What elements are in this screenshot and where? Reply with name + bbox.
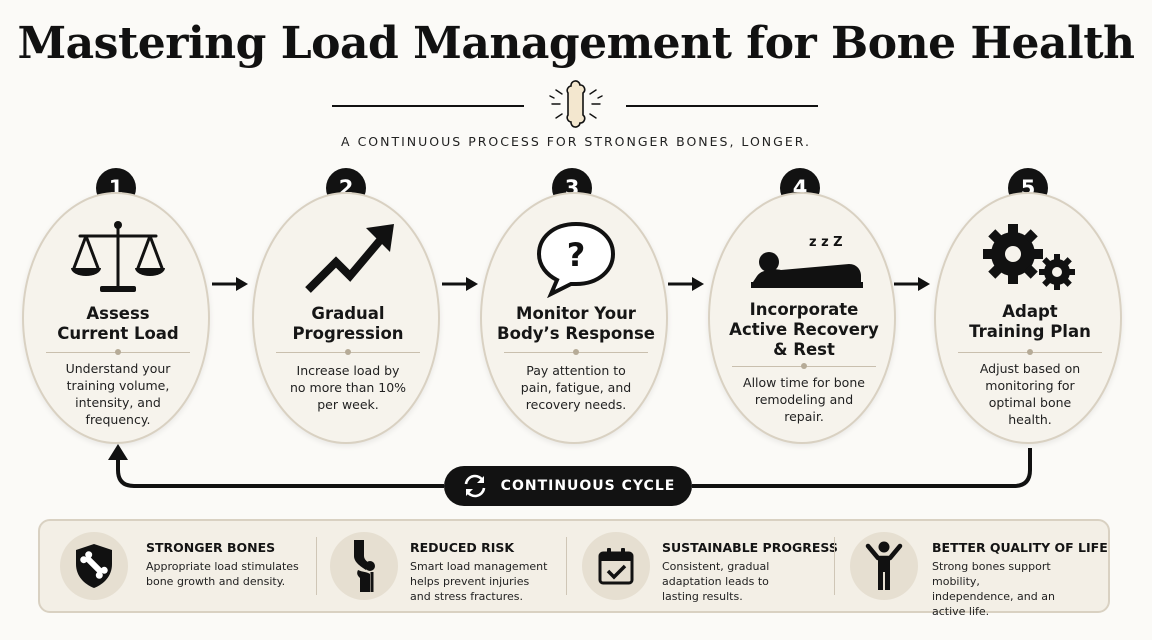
step-divider — [276, 349, 420, 355]
svg-text:?: ? — [567, 236, 586, 274]
step-3-title-line: Body’s Response — [497, 324, 655, 343]
benefit-desc-line: helps prevent injuries — [410, 575, 530, 588]
step-2-title-line: Progression — [292, 324, 404, 343]
bone-shield-icon — [60, 532, 128, 600]
sleeping-person-icon: z z Z — [710, 216, 898, 296]
step-4-desc-line: remodeling and — [754, 392, 854, 407]
page-title: Mastering Load Management for Bone Healt… — [17, 18, 1135, 69]
benefit-divider — [566, 537, 567, 595]
step-1-card: Assess Current Load Understand your trai… — [22, 192, 210, 444]
benefits-panel: STRONGER BONES Appropriate load stimulat… — [38, 519, 1110, 618]
step-4-title-line: Incorporate — [749, 300, 859, 319]
flow-arrow-icon — [442, 277, 478, 291]
benefit-title: STRONGER BONES — [146, 540, 276, 555]
refresh-cycle-icon — [464, 474, 485, 498]
benefit-title: BETTER QUALITY OF LIFE — [932, 540, 1108, 555]
benefit-title: SUSTAINABLE PROGRESS — [662, 540, 838, 555]
benefit-desc-line: Appropriate load stimulates — [146, 560, 299, 573]
step-3-desc-line: Pay attention to — [526, 363, 626, 378]
step-3-desc-line: recovery needs. — [525, 397, 627, 412]
benefit-desc-line: and stress fractures. — [410, 590, 523, 603]
step-4-title-line: Active Recovery — [729, 320, 879, 339]
flow-arrow-icon — [894, 277, 930, 291]
benefit-divider — [316, 537, 317, 595]
gears-icon — [936, 216, 1124, 296]
step-2-desc-line: Increase load by — [296, 363, 400, 378]
step-1-desc-line: Understand your — [65, 361, 171, 376]
sleep-z-text: z z Z — [809, 235, 843, 250]
balance-scale-icon — [24, 218, 212, 298]
step-2-desc-line: no more than 10% — [289, 380, 407, 395]
calendar-check-icon — [582, 532, 650, 600]
step-5-title-line: Training Plan — [969, 322, 1091, 341]
title-divider-left — [332, 105, 524, 107]
benefit-desc-line: Strong bones support mobility, — [932, 560, 1051, 588]
knee-joint-icon — [330, 532, 398, 600]
step-5-desc-line: optimal bone — [988, 395, 1072, 410]
step-4-card: z z Z Incorporate Active Recovery & Rest… — [708, 192, 896, 444]
step-3-desc-line: pain, fatigue, and — [520, 380, 632, 395]
step-3-title-line: Monitor Your — [516, 304, 636, 323]
step-3-card: ? Monitor Your Body’s Response Pay atten… — [480, 192, 668, 444]
benefit-desc-line: independence, and an — [932, 590, 1055, 603]
trending-up-arrow-icon — [254, 218, 442, 298]
benefit-stronger-bones: STRONGER BONES Appropriate load stimulat… — [60, 521, 320, 611]
step-divider — [732, 363, 876, 369]
cycle-label: CONTINUOUS CYCLE — [500, 478, 676, 494]
title-divider-right — [626, 105, 818, 107]
step-1-desc-line: training volume, — [66, 378, 170, 393]
step-1-desc-line: frequency. — [85, 412, 151, 427]
flow-arrow-icon — [212, 277, 248, 291]
step-1-title-line: Current Load — [57, 324, 179, 343]
benefit-title: REDUCED RISK — [410, 540, 515, 555]
step-divider — [958, 349, 1102, 355]
subtitle: A CONTINUOUS PROCESS FOR STRONGER BONES,… — [341, 134, 811, 149]
step-4-desc-line: Allow time for bone — [743, 375, 865, 390]
flow-arrow-icon — [668, 277, 704, 291]
step-1-title-line: Assess — [86, 304, 150, 323]
step-1-desc-line: intensity, and — [75, 395, 161, 410]
step-2-title-line: Gradual — [311, 304, 385, 323]
benefit-desc-line: lasting results. — [662, 590, 743, 603]
benefit-desc-line: active life. — [932, 605, 990, 618]
step-4-title-line: & Rest — [773, 340, 835, 359]
step-5-card: Adapt Training Plan Adjust based on moni… — [934, 192, 1122, 444]
benefit-sustainable-progress: SUSTAINABLE PROGRESS Consistent, gradual… — [582, 521, 838, 611]
benefit-desc-line: adaptation leads to — [662, 575, 769, 588]
step-5-desc-line: Adjust based on — [979, 361, 1081, 376]
benefit-desc-line: Smart load management — [410, 560, 548, 573]
question-speech-bubble-icon: ? — [482, 218, 670, 298]
step-divider — [504, 349, 648, 355]
step-divider — [46, 349, 190, 355]
person-arms-raised-icon — [850, 532, 918, 600]
benefit-better-quality-of-life: BETTER QUALITY OF LIFE Strong bones supp… — [850, 521, 1108, 618]
continuous-cycle-badge: CONTINUOUS CYCLE — [444, 466, 692, 506]
step-5-desc-line: monitoring for — [985, 378, 1075, 393]
bone-emblem-icon — [549, 80, 603, 128]
benefit-desc-line: bone growth and density. — [146, 575, 286, 588]
step-5-title-line: Adapt — [1002, 302, 1058, 321]
benefit-reduced-risk: REDUCED RISK Smart load management helps… — [330, 521, 570, 611]
step-5-desc-line: health. — [1008, 412, 1052, 427]
step-2-desc-line: per week. — [317, 397, 379, 412]
benefit-desc-line: Consistent, gradual — [662, 560, 770, 573]
step-4-desc-line: repair. — [784, 409, 824, 424]
benefit-divider — [834, 537, 835, 595]
step-2-card: Gradual Progression Increase load by no … — [252, 192, 440, 444]
